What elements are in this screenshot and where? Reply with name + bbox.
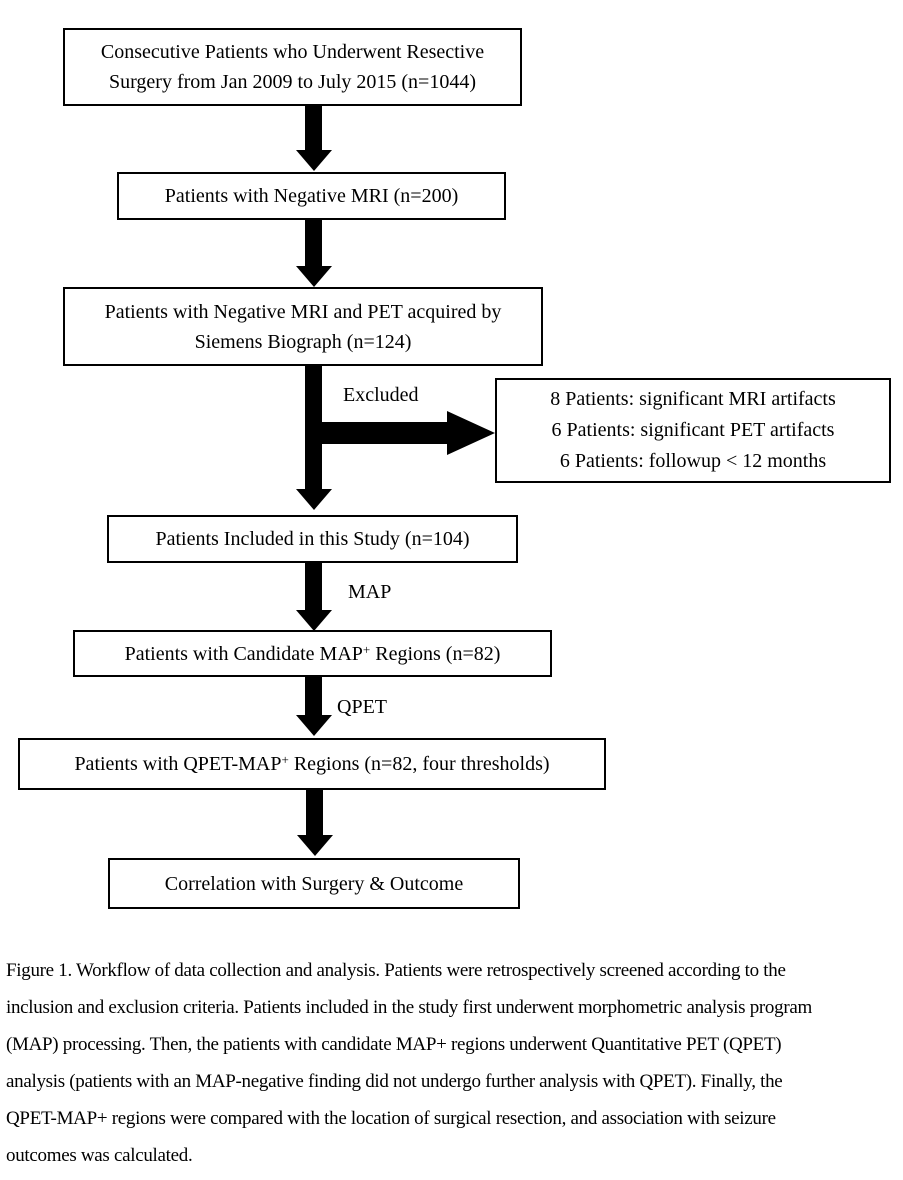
arrow-1-head-icon xyxy=(296,150,332,171)
arrow-6-head-icon xyxy=(297,835,333,856)
box-negative-mri-pet: Patients with Negative MRI and PET acqui… xyxy=(63,287,543,366)
arrow-3-head-icon xyxy=(296,489,332,510)
candidate-map-pre: Patients with Candidate MAP xyxy=(124,642,363,665)
qpet-map-post: Regions (n=82, four thresholds) xyxy=(288,753,550,775)
arrow-1-stem xyxy=(305,106,322,150)
exclusion-line-mri: 8 Patients: significant MRI artifacts xyxy=(550,388,836,410)
exclusion-line-pet: 6 Patients: significant PET artifacts xyxy=(551,419,835,441)
box-correlation-outcome: Correlation with Surgery & Outcome xyxy=(108,858,520,909)
exclusion-lines: 8 Patients: significant MRI artifacts 6 … xyxy=(499,384,887,477)
box-correlation-outcome-text: Correlation with Surgery & Outcome xyxy=(164,872,464,895)
qpet-map-sup: + xyxy=(281,752,289,767)
arrow-4-head-icon xyxy=(296,610,332,631)
box-negative-mri: Patients with Negative MRI (n=200) xyxy=(117,172,506,220)
arrow-excluded-stem xyxy=(313,422,447,444)
caption-line-6: outcomes was calculated. xyxy=(6,1145,193,1166)
qpet-label: QPET xyxy=(337,696,387,718)
arrow-5-head-icon xyxy=(296,715,332,736)
candidate-map-sup: + xyxy=(362,641,371,657)
box-included-study-text: Patients Included in this Study (n=104) xyxy=(155,528,470,550)
box-candidate-map-regions: Patients with Candidate MAP+ Regions (n=… xyxy=(73,630,552,677)
arrow-2-head-icon xyxy=(296,266,332,287)
box-qpet-map-regions-text: Patients with QPET-MAP+ Regions (n=82, f… xyxy=(74,749,549,779)
arrow-4-stem xyxy=(305,563,322,610)
arrow-5-stem xyxy=(305,677,322,715)
box-negative-mri-pet-text: Patients with Negative MRI and PET acqui… xyxy=(104,300,502,353)
box-candidate-map-regions-text: Patients with Candidate MAP+ Regions (n=… xyxy=(125,639,501,669)
box-exclusion-reasons: 8 Patients: significant MRI artifacts 6 … xyxy=(495,378,891,483)
box-qpet-map-regions: Patients with QPET-MAP+ Regions (n=82, f… xyxy=(18,738,606,790)
caption-line-2: inclusion and exclusion criteria. Patien… xyxy=(6,997,812,1018)
qpet-map-pre: Patients with QPET-MAP xyxy=(74,753,282,775)
arrow-excluded-head-icon xyxy=(447,411,495,455)
box-included-study: Patients Included in this Study (n=104) xyxy=(107,515,518,563)
caption-line-3: (MAP) processing. Then, the patients wit… xyxy=(6,1034,782,1055)
excluded-label: Excluded xyxy=(343,384,419,406)
caption-line-5: QPET-MAP+ regions were compared with the… xyxy=(6,1108,776,1129)
arrow-2-stem xyxy=(305,220,322,266)
figure-caption: Figure 1. Workflow of data collection an… xyxy=(6,952,901,1174)
box-consecutive-patients-text: Consecutive Patients who Underwent Resec… xyxy=(100,41,485,93)
arrow-6-stem xyxy=(306,790,323,835)
box-consecutive-patients: Consecutive Patients who Underwent Resec… xyxy=(63,28,522,106)
map-label: MAP xyxy=(348,581,392,603)
box-negative-mri-text: Patients with Negative MRI (n=200) xyxy=(164,185,459,207)
caption-line-1: Figure 1. Workflow of data collection an… xyxy=(6,960,786,981)
caption-line-4: analysis (patients with an MAP-negative … xyxy=(6,1071,783,1092)
exclusion-line-followup: 6 Patients: followup < 12 months xyxy=(559,450,827,472)
candidate-map-post: Regions (n=82) xyxy=(370,642,501,665)
